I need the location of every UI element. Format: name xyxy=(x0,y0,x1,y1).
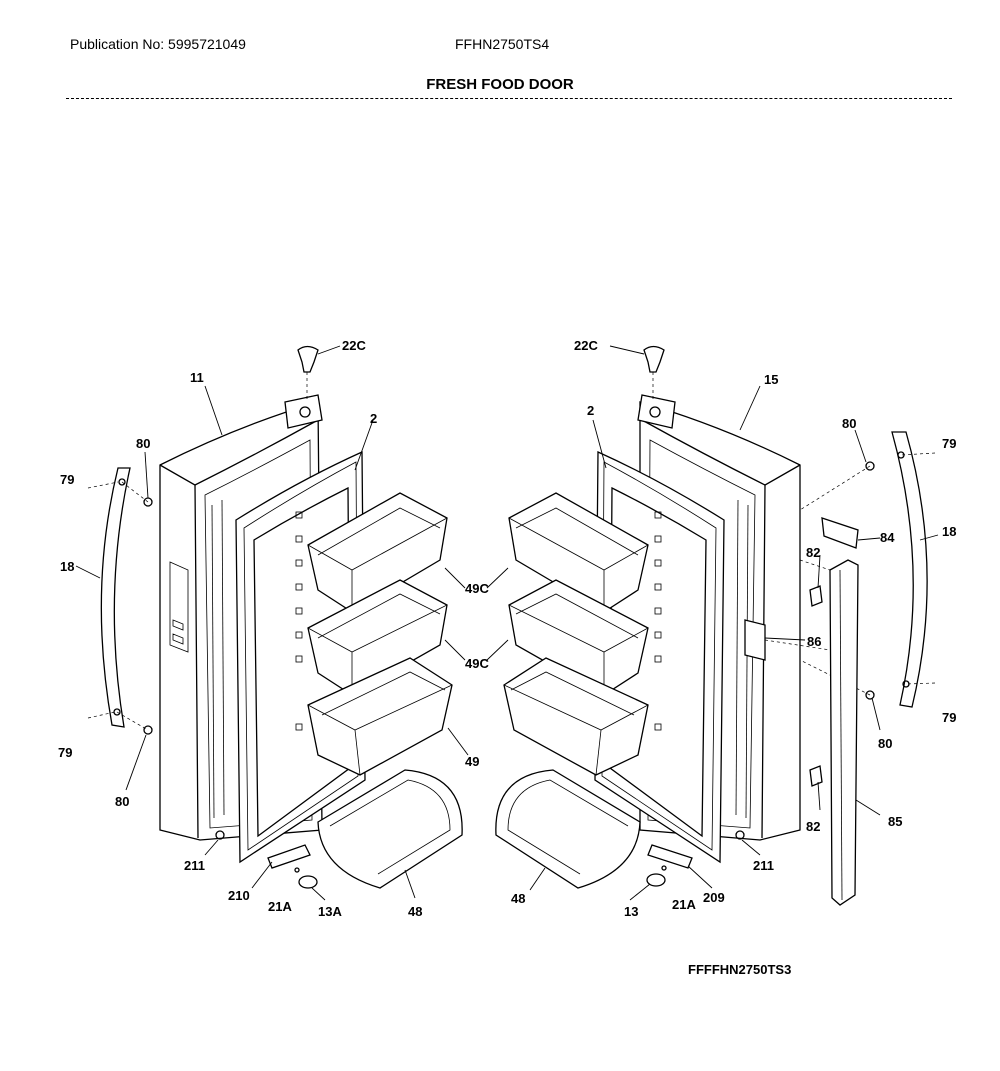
publication-number: Publication No: 5995721049 xyxy=(70,36,246,52)
callout-48-left: 48 xyxy=(408,904,422,919)
callout-210: 210 xyxy=(228,888,250,903)
callout-18-left: 18 xyxy=(60,559,74,574)
right-trim-strip xyxy=(829,559,859,906)
callout-13: 13 xyxy=(624,904,638,919)
callout-49c-middle: 49C xyxy=(465,656,489,671)
callout-48-right: 48 xyxy=(511,891,525,906)
callout-84: 84 xyxy=(880,530,895,545)
callout-2-right: 2 xyxy=(587,403,594,418)
callout-22c-right: 22C xyxy=(574,338,598,353)
right-crisper-bin xyxy=(495,769,641,889)
leader-lines xyxy=(75,345,939,901)
callout-80-upper-left: 80 xyxy=(136,436,150,451)
callout-79-upper-left: 79 xyxy=(60,472,74,487)
right-hinge-parts xyxy=(646,830,745,887)
callout-79-lower-right: 79 xyxy=(942,710,956,725)
callout-209: 209 xyxy=(703,890,725,905)
callout-79-upper-right: 79 xyxy=(942,436,956,451)
right-door-bin-lower xyxy=(503,657,649,776)
callout-85: 85 xyxy=(888,814,902,829)
right-door-handle xyxy=(799,431,936,708)
left-door-bin-middle xyxy=(307,579,448,696)
header-divider xyxy=(66,98,952,99)
callout-82-top: 82 xyxy=(806,545,820,560)
callout-86: 86 xyxy=(807,634,821,649)
left-door-handle xyxy=(87,467,153,735)
diagram-code: FFFFHN2750TS3 xyxy=(688,962,792,977)
callout-11: 11 xyxy=(190,370,204,385)
left-hinge-cap xyxy=(297,345,319,402)
callout-22c-left: 22C xyxy=(342,338,366,353)
callout-15: 15 xyxy=(764,372,778,387)
callout-21a-right: 21A xyxy=(672,897,696,912)
right-hinge-cap xyxy=(643,345,665,402)
callout-49c-upper: 49C xyxy=(465,581,489,596)
callout-18-right: 18 xyxy=(942,524,956,539)
left-door-liner-buttons xyxy=(295,511,303,731)
right-door-bin-upper xyxy=(508,492,649,613)
callout-49: 49 xyxy=(465,754,479,769)
callout-80-upper-right: 80 xyxy=(842,416,856,431)
right-trim-clips xyxy=(744,517,859,787)
right-door-liner-buttons xyxy=(654,511,662,731)
callout-80-lower-right: 80 xyxy=(878,736,892,751)
callout-80-lower-left: 80 xyxy=(115,794,129,809)
callout-21a-left: 21A xyxy=(268,899,292,914)
left-door-bin-lower xyxy=(307,657,453,776)
diagram-title: FRESH FOOD DOOR xyxy=(426,76,574,93)
callout-79-lower-left: 79 xyxy=(58,745,72,760)
callout-211-right: 211 xyxy=(753,858,774,873)
callout-13a: 13A xyxy=(318,904,342,919)
callout-2-left: 2 xyxy=(370,411,377,426)
left-crisper-bin xyxy=(317,769,463,889)
callout-82-bottom: 82 xyxy=(806,819,820,834)
left-hinge-parts xyxy=(215,830,318,889)
callout-211-left: 211 xyxy=(184,858,205,873)
right-door-bin-middle xyxy=(508,579,649,696)
model-number: FFHN2750TS4 xyxy=(455,36,550,52)
